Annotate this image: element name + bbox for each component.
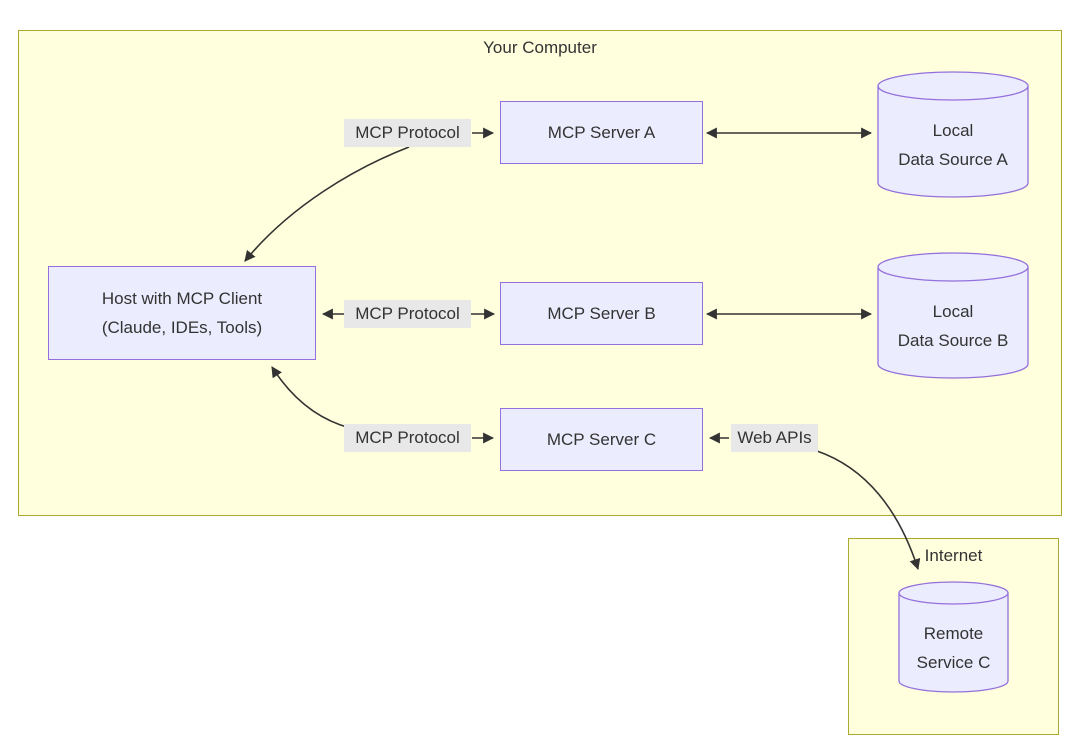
host-node-line1: Host with MCP Client bbox=[101, 289, 263, 308]
remote-service-c-line1: Remote bbox=[923, 624, 984, 643]
data-source-a-line1: Local bbox=[932, 121, 974, 140]
mcp-protocol-label-a: MCP Protocol bbox=[344, 119, 471, 147]
internet-title: Internet bbox=[924, 546, 983, 565]
web-apis-label: Web APIs bbox=[731, 424, 818, 452]
mcp-server-b-node: MCP Server B bbox=[500, 282, 703, 345]
data-source-a-line2: Data Source A bbox=[898, 150, 1008, 169]
data-source-a-cylinder bbox=[877, 71, 1029, 198]
data-source-b-text: Local Data Source B bbox=[878, 297, 1028, 355]
edge-web-apis-to-remote-service bbox=[816, 450, 921, 571]
mcp-server-a-label: MCP Server A bbox=[547, 123, 656, 142]
data-source-b-line1: Local bbox=[932, 302, 974, 321]
remote-service-c-cylinder bbox=[898, 581, 1009, 693]
host-node: Host with MCP Client (Claude, IDEs, Tool… bbox=[48, 266, 316, 360]
mcp-server-c-node: MCP Server C bbox=[500, 408, 703, 471]
mcp-protocol-label-b: MCP Protocol bbox=[344, 300, 471, 328]
mcp-protocol-label-c: MCP Protocol bbox=[344, 424, 471, 452]
edge-protocol-a-to-host bbox=[244, 146, 410, 262]
data-source-b-cylinder bbox=[877, 252, 1029, 379]
mcp-server-b-label: MCP Server B bbox=[547, 304, 656, 323]
your-computer-title: Your Computer bbox=[483, 38, 597, 57]
data-source-b-line2: Data Source B bbox=[897, 331, 1009, 350]
remote-service-c-text: Remote Service C bbox=[899, 619, 1008, 677]
host-node-line2: (Claude, IDEs, Tools) bbox=[101, 318, 263, 337]
mcp-server-c-label: MCP Server C bbox=[546, 430, 657, 449]
edge-protocol-c-to-host bbox=[271, 366, 351, 429]
data-source-a-text: Local Data Source A bbox=[878, 116, 1028, 174]
remote-service-c-line2: Service C bbox=[916, 653, 991, 672]
internet-container: Internet bbox=[848, 538, 1059, 735]
mcp-server-a-node: MCP Server A bbox=[500, 101, 703, 164]
